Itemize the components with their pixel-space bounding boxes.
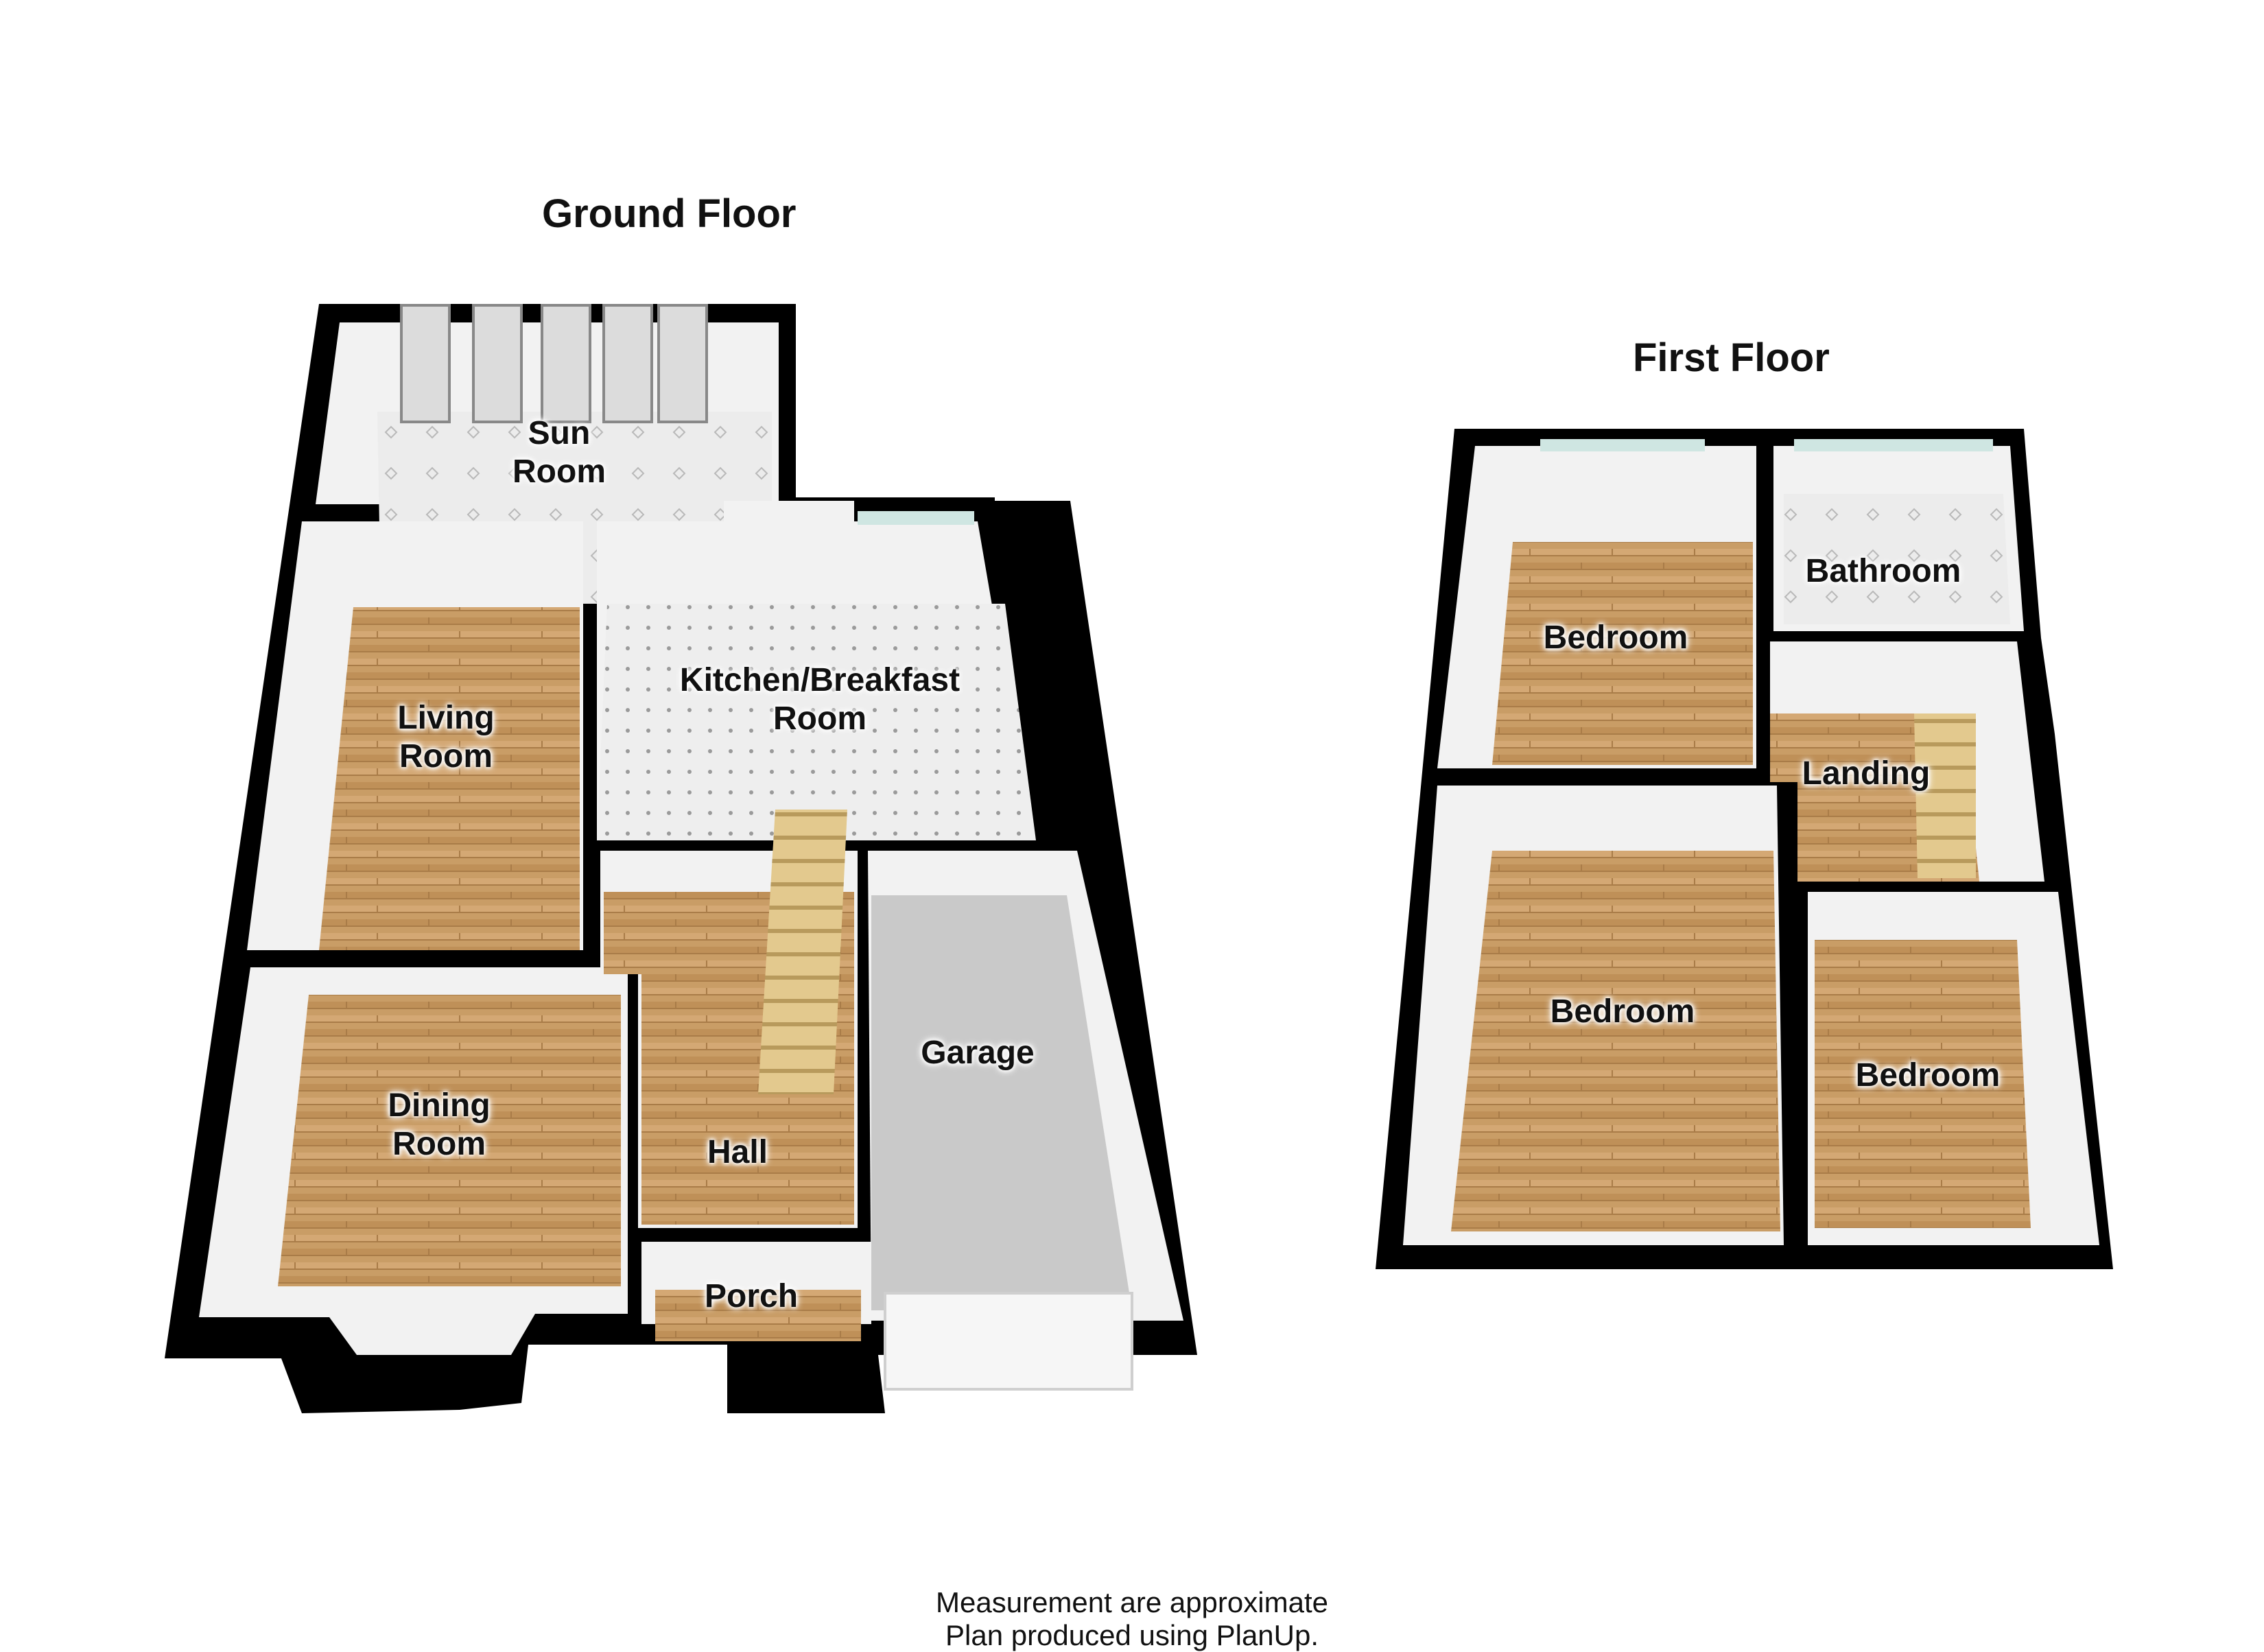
room-label-bedroom-2: Bedroom [1550,993,1695,1030]
room-label-bedroom-3: Bedroom [1855,1057,2001,1094]
bedroom-1-window [1540,439,1705,451]
garage-door [884,1292,1133,1391]
dining-room-floor [278,995,621,1286]
bedroom-2-floor [1451,851,1780,1231]
living-room-floor [319,607,580,950]
staircase [758,810,847,1094]
room-label-garage: Garage [921,1035,1035,1071]
bathroom-window [1794,439,1993,451]
bathroom-floor [1784,494,2010,624]
room-label-sun-room: Sun Room [512,415,606,490]
porch-floor [655,1290,861,1341]
room-label-dining-room: Dining Room [388,1087,491,1162]
room-label-landing: Landing [1802,755,1931,792]
first-floor [1376,429,2113,1269]
first-floor-title: First Floor [1633,335,1830,380]
footer-measurement-note: Measurement are approximate [936,1586,1328,1618]
ground-floor [165,304,1197,1413]
ground-floor-title: Ground Floor [542,191,797,236]
footer-planup-credit: Plan produced using PlanUp. [945,1619,1319,1651]
room-label-hall: Hall [707,1134,768,1170]
room-label-kitchen-breakfast-room: Kitchen/Breakfast Room [679,662,960,737]
kitchen-window [858,511,974,525]
bedroom-1-floor [1492,542,1753,765]
room-label-bathroom: Bathroom [1805,553,1961,589]
landing-staircase [1914,713,1976,878]
room-label-bedroom-1: Bedroom [1543,620,1688,656]
garage-floor [871,895,1132,1310]
kitchen-floor [597,604,1036,840]
room-label-porch: Porch [704,1278,799,1314]
room-label-living-room: Living Room [397,700,495,775]
bedroom-3-floor [1815,940,2031,1228]
bifold-doors [400,304,708,423]
